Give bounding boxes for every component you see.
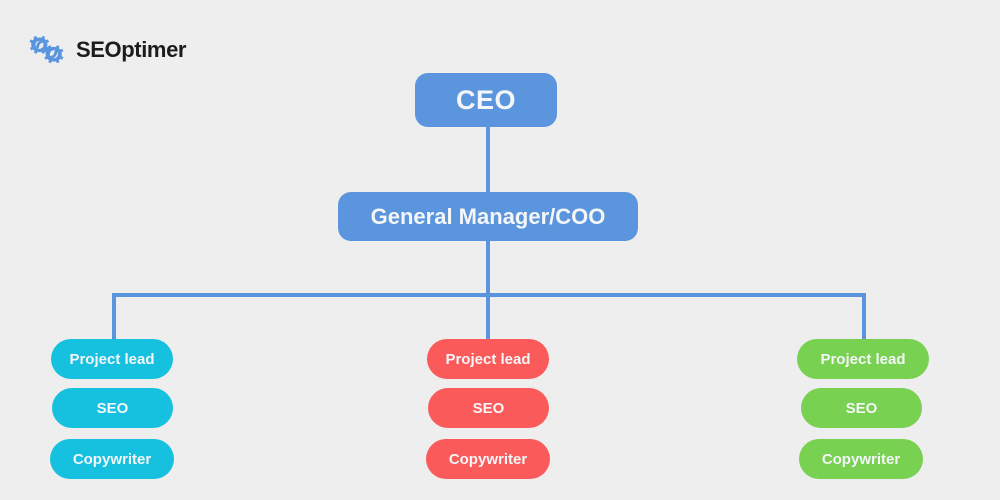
connector-ceo-to-gm xyxy=(486,127,490,193)
node-team-middle-copywriter-label: Copywriter xyxy=(448,450,528,468)
node-ceo[interactable]: CEO xyxy=(415,73,557,127)
node-team-left-seo[interactable]: SEO xyxy=(52,388,173,428)
node-team-middle-seo[interactable]: SEO xyxy=(428,388,549,428)
node-general-manager-coo[interactable]: General Manager/COO xyxy=(338,192,638,241)
node-ceo-label: CEO xyxy=(455,84,516,115)
node-team-left-seo-label: SEO xyxy=(96,399,129,417)
node-team-middle-seo-label: SEO xyxy=(472,399,505,417)
node-team-right-copywriter[interactable]: Copywriter xyxy=(799,439,923,479)
node-team-left-copywriter[interactable]: Copywriter xyxy=(50,439,174,479)
node-team-left-project-lead-label: Project lead xyxy=(69,350,155,368)
connector-drop-team-right xyxy=(862,293,866,341)
node-team-left-copywriter-label: Copywriter xyxy=(72,450,152,468)
brand-logo: SEOptimer xyxy=(27,30,187,70)
node-team-right-seo[interactable]: SEO xyxy=(801,388,922,428)
gears-icon xyxy=(27,30,67,70)
brand-name: SEOptimer xyxy=(76,37,187,62)
node-team-middle-copywriter[interactable]: Copywriter xyxy=(426,439,550,479)
node-team-right-project-lead[interactable]: Project lead xyxy=(797,339,929,379)
connector-drop-team-left xyxy=(112,293,116,341)
node-team-right-copywriter-label: Copywriter xyxy=(821,450,901,468)
node-team-middle-project-lead[interactable]: Project lead xyxy=(427,339,549,379)
node-team-right-project-lead-label: Project lead xyxy=(820,350,906,368)
node-team-middle-project-lead-label: Project lead xyxy=(445,350,531,368)
node-team-left-project-lead[interactable]: Project lead xyxy=(51,339,173,379)
connector-drop-team-middle xyxy=(486,293,490,341)
node-general-manager-coo-label: General Manager/COO xyxy=(370,203,606,229)
connector-gm-down xyxy=(486,241,490,295)
node-team-right-seo-label: SEO xyxy=(845,399,878,417)
